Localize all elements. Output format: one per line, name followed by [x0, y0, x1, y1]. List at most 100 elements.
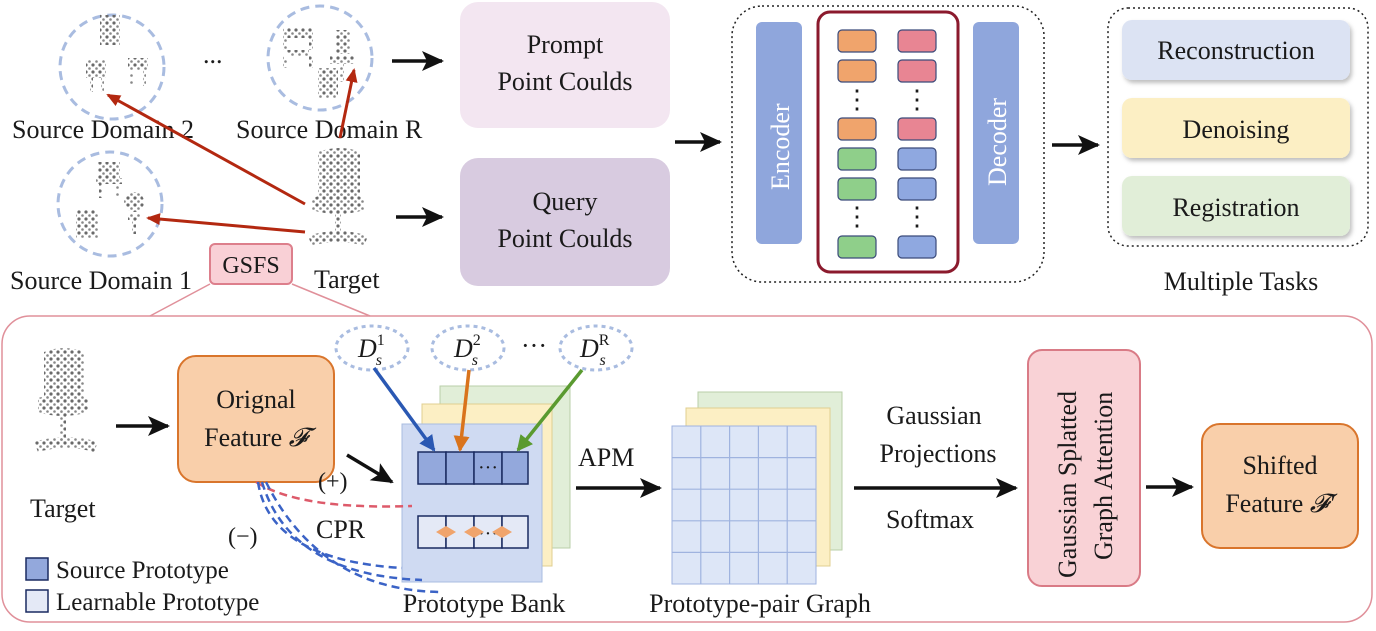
gaussian-splatted-graph-attention: Gaussian Splatted Graph Attention [1027, 349, 1141, 587]
prototype-bank-label: Prototype Bank [403, 589, 566, 618]
cpr-negative-link-1 [256, 481, 403, 570]
prompt-token-right [897, 59, 937, 83]
gsfs-badge [209, 243, 293, 285]
attention-line2: Graph Attention [1089, 392, 1118, 560]
softmax-label: Softmax [886, 505, 974, 534]
shifted-feature-box: Shifted Feature 𝓕′ [1201, 423, 1359, 549]
prompt-token-left [837, 29, 877, 53]
encoder-block [756, 22, 802, 244]
source-prototype-cell [417, 451, 447, 485]
query-box-bg [460, 158, 670, 286]
tasks-dotted-frame [1107, 7, 1369, 247]
domain-node-2-sup: 2 [473, 332, 481, 349]
domain-node-1-ellipse [334, 324, 410, 372]
source-domain-r-label: Source Domain R [236, 115, 423, 144]
source-domain-r-circle [266, 4, 374, 112]
domain-node-r-sup: R [599, 332, 610, 349]
prototype-bank: ··· ··· Prototype Bank [401, 385, 571, 618]
domain-nodes-ellipsis: ··· [521, 331, 547, 360]
cpr-negative-link-3 [264, 481, 441, 594]
prototype-pair-graph: Prototype-pair Graph [649, 391, 871, 618]
decoder-block [973, 22, 1019, 244]
domain-node-1-sup: 1 [377, 332, 385, 349]
domain-node-1-sub: s [376, 352, 382, 369]
arrow-target-to-domain-2 [106, 93, 306, 206]
original-feature-word: Feature [204, 423, 282, 452]
token-grid [837, 29, 937, 259]
arrow-target-to-domain-1 [146, 213, 306, 234]
model-dotted-frame [731, 5, 1045, 283]
graph-layer-front [671, 425, 817, 585]
gsfs-badge-label: GSFS [222, 253, 279, 279]
attention-block-bg [1027, 349, 1141, 587]
source-prototype-cell [473, 451, 503, 485]
prompt-box-bg [460, 2, 670, 128]
chair-points-icon [86, 15, 148, 92]
shifted-line1: Shifted [1242, 451, 1317, 480]
source-prototype-dots: ··· [478, 457, 498, 479]
transformer-module: Encoder Decoder ⋮ ⋮ ⋮ ⋮ [731, 5, 1045, 283]
query-token-right [897, 177, 937, 201]
arrow-domain-2-to-bank [453, 369, 471, 452]
prompt-line2: Point Coulds [497, 67, 632, 96]
gsfs-callout-lines [149, 283, 371, 317]
query-token-left [837, 235, 877, 259]
query-token-right [897, 147, 937, 171]
source-domain-1-circle [56, 150, 164, 258]
tokens-dots-left-bottom: ⋮ [844, 202, 870, 231]
legend-source-swatch [25, 557, 49, 581]
multiple-tasks-group: Reconstruction Denoising Registration Mu… [1107, 7, 1369, 296]
domain-node-1-label: D1 s [357, 332, 385, 369]
prototype-pair-graph-label: Prototype-pair Graph [649, 589, 871, 618]
learnable-prototype-dots: ··· [478, 523, 498, 545]
task-registration-label: Registration [1172, 193, 1299, 222]
prompt-line1: Prompt [527, 30, 604, 59]
query-line2: Point Coulds [497, 224, 632, 253]
tokens-dots-right-top: ⋮ [904, 85, 930, 114]
shifted-symbol: 𝓕′ [1310, 489, 1338, 518]
attention-line1: Gaussian Splatted [1053, 391, 1082, 578]
original-feature-box: Orignal Feature 𝓕 [177, 355, 335, 483]
source-domain-1-label: Source Domain 1 [10, 266, 192, 295]
minus-label: (−) [228, 524, 258, 550]
query-token-left [837, 177, 877, 201]
query-token-left [837, 147, 877, 171]
domain-node-2-letter: D [453, 334, 473, 363]
bottom-target-chair-icon [34, 348, 98, 452]
original-feature-line2: Feature 𝓕 [204, 423, 316, 452]
target-chair-points-icon [308, 148, 368, 246]
prompt-point-clouds-box: Prompt Point Coulds [460, 2, 670, 128]
original-feature-line1: Orignal [216, 385, 295, 414]
arrow-feature-to-bank [346, 453, 394, 484]
source-prototype-cell [445, 451, 475, 485]
prompt-token-right [897, 117, 937, 141]
task-registration-box [1122, 176, 1350, 236]
shifted-word: Feature [1225, 489, 1303, 518]
arrow-domain-1-to-bank [372, 366, 436, 452]
shifted-line2: Feature 𝓕′ [1225, 489, 1337, 518]
tokens-dots-left-top: ⋮ [844, 85, 870, 114]
query-line1: Query [533, 187, 598, 216]
graph-grid [671, 425, 817, 585]
apm-label: APM [578, 443, 634, 472]
domain-node-r-ellipse [558, 324, 634, 372]
domain-node-r-sub: s [599, 352, 605, 369]
arrow-domain-r-to-bank [516, 368, 584, 452]
multiple-tasks-caption: Multiple Tasks [1164, 267, 1318, 296]
bottom-target-label: Target [30, 494, 96, 523]
task-denoising-box [1122, 98, 1350, 158]
decoder-label: Decoder [983, 98, 1012, 186]
target-label: Target [314, 265, 380, 294]
tokens-dots-right-bottom: ⋮ [904, 202, 930, 231]
source-domains-group: ... Source Domain 2 Source Domain R Sour… [10, 4, 423, 295]
legend-source-label: Source Prototype [56, 557, 229, 584]
source-prototype-cell [501, 451, 529, 485]
source-domain-2-label: Source Domain 2 [12, 115, 194, 144]
domain-node-1-letter: D [357, 334, 377, 363]
task-reconstruction-box [1122, 20, 1350, 80]
original-feature-bg [177, 355, 335, 483]
query-point-clouds-box: Query Point Coulds [460, 158, 670, 286]
